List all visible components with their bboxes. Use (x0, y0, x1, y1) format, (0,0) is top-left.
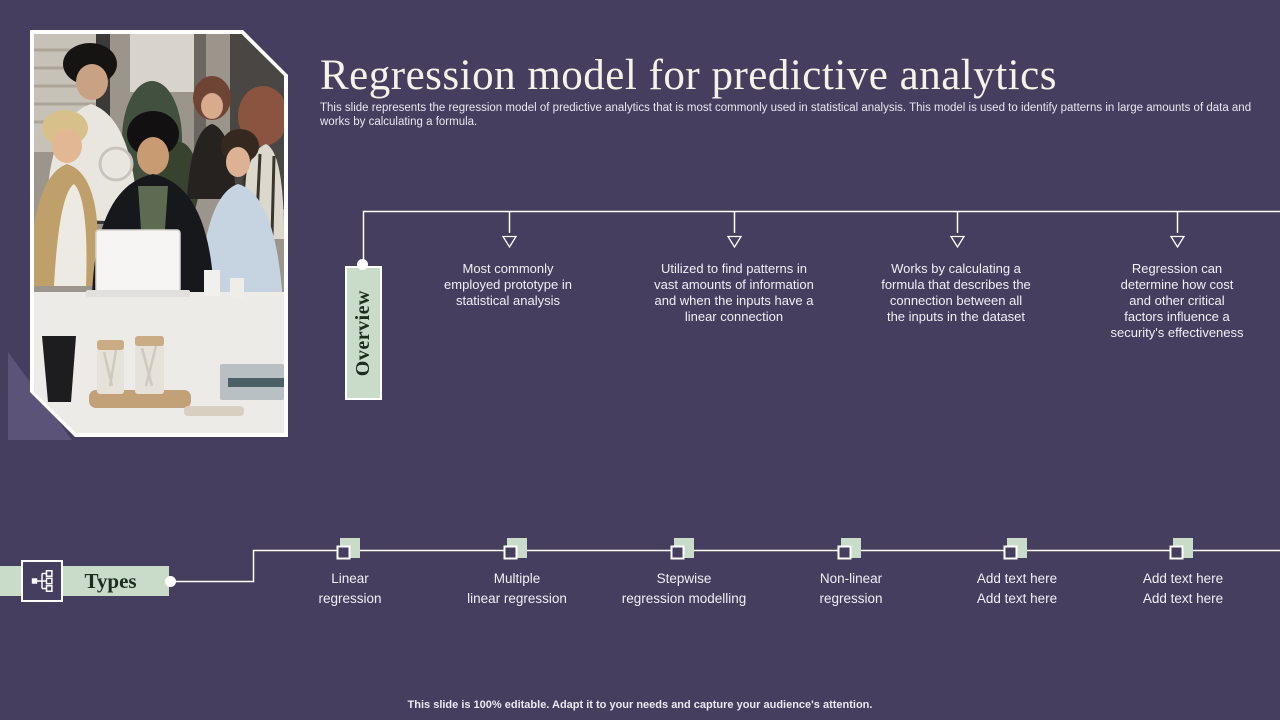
type-item-placeholder[interactable]: Add text here Add text here (976, 571, 1058, 606)
overview-label: Overview (352, 289, 374, 377)
page-title: Regression model for predictive analytic… (320, 51, 1057, 99)
type-item: Multiple linear regression (467, 571, 567, 606)
arrow-down-icon (1169, 235, 1186, 249)
type-item: Linear regression (318, 571, 382, 606)
type-node (670, 538, 694, 560)
team-photo-illustration (34, 34, 284, 433)
type-node (336, 538, 360, 560)
types-connector-dot (165, 576, 176, 587)
type-item-placeholder[interactable]: Add text here Add text here (1142, 571, 1224, 606)
team-photo (30, 30, 288, 437)
overview-connector-dot (357, 259, 368, 270)
types-label: Types (84, 568, 137, 593)
hierarchy-icon (31, 570, 53, 592)
type-node (1169, 538, 1193, 560)
arrow-down-icon (501, 235, 518, 249)
type-node (1003, 538, 1027, 560)
overview-label-box: Overview (345, 266, 382, 400)
editable-note: This slide is 100% editable. Adapt it to… (407, 699, 873, 711)
types-icon-box (21, 560, 63, 602)
type-item: Stepwise regression modelling (621, 571, 747, 606)
overview-item: Utilized to find patterns in vast amount… (654, 261, 814, 324)
type-node-markers (336, 538, 1193, 560)
overview-item: Works by calculating a formula that desc… (881, 261, 1031, 324)
type-node (503, 538, 527, 560)
arrow-down-icon (949, 235, 966, 249)
type-node (837, 538, 861, 560)
slide-description: This slide represents the regression mod… (320, 101, 1252, 129)
arrow-down-icon (726, 235, 743, 249)
overview-item: Regression can determine how cost and ot… (1110, 261, 1244, 340)
type-item: Non-linear regression (819, 571, 883, 606)
overview-item: Most commonly employed prototype in stat… (444, 261, 572, 308)
